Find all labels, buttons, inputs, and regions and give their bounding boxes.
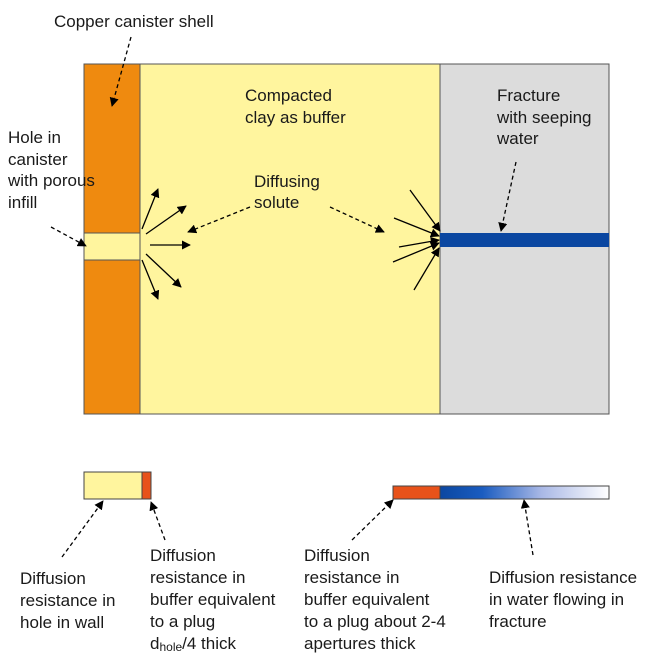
caption-d: d bbox=[150, 634, 159, 653]
bottom-leaders bbox=[61, 499, 534, 558]
caption-buffer-hole: to a plug bbox=[150, 612, 215, 631]
diffusion-arrow bbox=[409, 189, 441, 232]
leader-buffer-apertures bbox=[351, 499, 394, 541]
caption-buffer-hole: resistance in bbox=[150, 568, 245, 587]
diffusion-arrow bbox=[145, 205, 187, 235]
leader-hole bbox=[50, 226, 87, 247]
leader-lines bbox=[50, 36, 517, 247]
label-clay-buffer: Compacted bbox=[245, 86, 332, 105]
bar-buffer-resistance bbox=[392, 485, 441, 500]
label-copper-shell: Copper canister shell bbox=[54, 12, 214, 31]
leader-solute-right bbox=[329, 206, 385, 233]
caption-buffer-hole: buffer equivalent bbox=[150, 590, 276, 609]
diffusion-arrow bbox=[145, 253, 182, 288]
bar-fracture-resistance bbox=[439, 485, 610, 500]
label-fracture: with seeping bbox=[496, 108, 592, 127]
cross-section bbox=[83, 63, 610, 415]
caption-buffer-apertures: to a plug about 2-4 bbox=[304, 612, 446, 631]
caption-buffer-apertures: Diffusion bbox=[304, 546, 370, 565]
top-labels: Copper canister shell Hole in canister w… bbox=[7, 12, 592, 212]
label-hole: infill bbox=[8, 193, 37, 212]
diffusion-arrows-right bbox=[392, 189, 441, 291]
caption-buffer-apertures: buffer equivalent bbox=[304, 590, 430, 609]
caption-buffer-apertures: apertures thick bbox=[304, 634, 416, 653]
leader-buffer-hole bbox=[149, 501, 166, 541]
diffusion-arrow bbox=[392, 241, 440, 263]
label-hole: with porous bbox=[7, 171, 95, 190]
diffusion-arrow bbox=[141, 188, 160, 230]
hole-infill bbox=[83, 232, 141, 261]
label-diffusing-solute: solute bbox=[254, 193, 299, 212]
caption-fracture-water: in water flowing in bbox=[489, 590, 624, 609]
caption-d-subscript: hole bbox=[159, 640, 182, 654]
bar-buffer-resistance-small bbox=[141, 471, 152, 500]
leader-hole-wall bbox=[61, 500, 104, 558]
label-clay-buffer: clay as buffer bbox=[245, 108, 346, 127]
caption-fracture-water: Diffusion resistance bbox=[489, 568, 637, 587]
bar-hole-resistance bbox=[83, 471, 143, 500]
label-hole: canister bbox=[8, 150, 68, 169]
diffusion-arrow bbox=[413, 247, 440, 291]
caption-buffer-apertures: resistance in bbox=[304, 568, 399, 587]
fracture bbox=[440, 233, 609, 247]
caption-hole-wall: resistance in bbox=[20, 591, 115, 610]
leader-fracture bbox=[498, 161, 517, 232]
caption-buffer-hole-thickness: dhole/4 thick bbox=[150, 634, 237, 654]
clay-buffer-region bbox=[139, 63, 441, 415]
label-fracture: water bbox=[496, 129, 539, 148]
resistance-bars bbox=[83, 471, 610, 500]
caption-fracture-water: fracture bbox=[489, 612, 547, 631]
label-diffusing-solute: Diffusing bbox=[254, 172, 320, 191]
label-fracture: Fracture bbox=[497, 86, 560, 105]
leader-copper-shell bbox=[109, 36, 132, 107]
bottom-captions: Diffusion resistance in hole in wall Dif… bbox=[20, 546, 637, 654]
diffusion-arrow bbox=[141, 259, 160, 300]
leader-fracture-water bbox=[520, 499, 534, 556]
caption-hole-wall: hole in wall bbox=[20, 613, 104, 632]
caption-buffer-hole: Diffusion bbox=[150, 546, 216, 565]
diffusion-arrow bbox=[393, 217, 440, 238]
diffusion-arrows-left bbox=[141, 188, 191, 300]
label-hole: Hole in bbox=[8, 128, 61, 147]
caption-thickness-tail: /4 thick bbox=[182, 634, 236, 653]
caption-hole-wall: Diffusion bbox=[20, 569, 86, 588]
diffusion-arrow bbox=[398, 236, 440, 248]
